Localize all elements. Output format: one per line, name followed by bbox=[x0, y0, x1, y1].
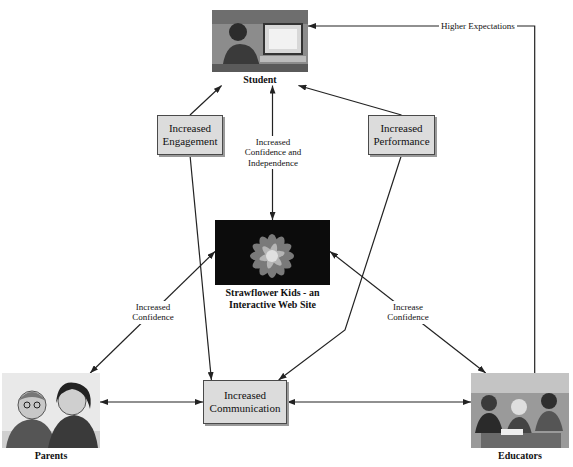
node-caption: Student bbox=[212, 74, 308, 86]
edge-label: Higher Expectations bbox=[439, 20, 517, 32]
connector-arrow bbox=[100, 401, 203, 402]
picture-node: Student bbox=[212, 10, 308, 86]
website-image bbox=[215, 220, 330, 285]
box-label: Increased Performance bbox=[373, 122, 430, 147]
connector-arrow bbox=[298, 86, 401, 116]
box-label: Increased Communication bbox=[208, 389, 282, 414]
connector-arrow bbox=[330, 252, 486, 374]
edge-label: Increase Confidence bbox=[377, 301, 439, 324]
connector-arrow bbox=[308, 26, 535, 373]
edge-label: Increased Confidence and Independence bbox=[238, 136, 308, 169]
connector-arrow bbox=[190, 86, 222, 116]
node-caption: Strawflower Kids - an Interactive Web Si… bbox=[215, 287, 330, 310]
picture-node: Strawflower Kids - an Interactive Web Si… bbox=[215, 220, 330, 310]
educators-photo bbox=[471, 373, 569, 448]
edge-label: Increased Confidence bbox=[122, 301, 184, 324]
node-caption: Educators bbox=[471, 450, 569, 462]
parents-photo bbox=[2, 373, 100, 448]
node-caption: Parents bbox=[2, 450, 100, 462]
process-box: Increased Performance bbox=[368, 115, 435, 155]
process-box: Increased Engagement bbox=[157, 115, 223, 155]
process-box: Increased Communication bbox=[203, 380, 287, 424]
connector-arrow bbox=[90, 252, 215, 374]
picture-node: Educators bbox=[471, 373, 569, 462]
box-label: Increased Engagement bbox=[162, 122, 218, 147]
connector-arrow bbox=[287, 401, 471, 402]
student-photo bbox=[212, 10, 308, 72]
connector-arrow bbox=[190, 155, 211, 380]
picture-node: Parents bbox=[2, 373, 100, 462]
